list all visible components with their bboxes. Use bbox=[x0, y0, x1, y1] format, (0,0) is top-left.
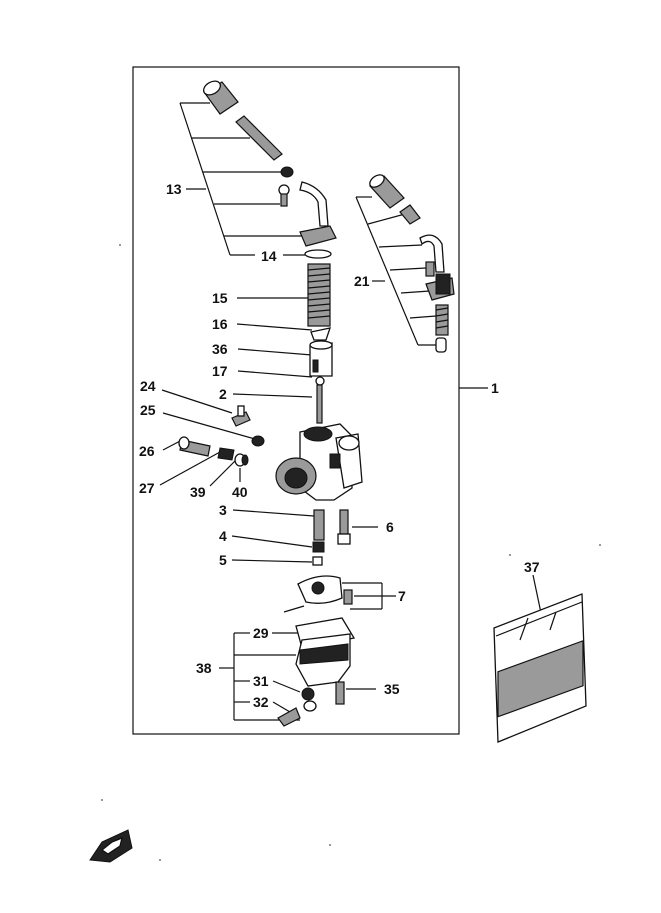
callout-24: 24 bbox=[140, 378, 156, 394]
front-arrow-icon bbox=[89, 829, 133, 863]
callout-39: 39 bbox=[190, 484, 206, 500]
elbow-pipe-part bbox=[299, 181, 337, 247]
callout-40: 40 bbox=[232, 484, 248, 500]
idle-screw-part bbox=[178, 436, 211, 457]
jet-holder-part bbox=[312, 556, 323, 566]
cable-sleeve-part bbox=[235, 115, 283, 161]
washer-part-14 bbox=[304, 249, 332, 259]
screw-part bbox=[278, 184, 290, 207]
needle-jet-part bbox=[312, 541, 325, 553]
cable-end-part bbox=[202, 80, 239, 115]
float-part bbox=[283, 575, 353, 613]
throttle-spring-part bbox=[307, 263, 331, 327]
callout-36: 36 bbox=[212, 341, 228, 357]
gasket-bag-part bbox=[493, 593, 587, 743]
right-cable-assembly bbox=[369, 174, 455, 353]
throttle-valve-part bbox=[309, 340, 333, 377]
leader-lines bbox=[159, 102, 542, 721]
callout-7: 7 bbox=[398, 588, 406, 604]
scan-specks bbox=[101, 244, 601, 861]
float-chamber-part bbox=[277, 617, 356, 727]
oring-part-40 bbox=[241, 454, 249, 466]
callout-27: 27 bbox=[139, 480, 155, 496]
callout-37: 37 bbox=[524, 559, 540, 575]
carburetor-body-part bbox=[275, 423, 363, 501]
callout-13: 13 bbox=[166, 181, 182, 197]
callout-17: 17 bbox=[212, 363, 228, 379]
pilot-screw-part bbox=[231, 405, 251, 427]
callout-15: 15 bbox=[212, 290, 228, 306]
callout-29: 29 bbox=[253, 625, 269, 641]
callout-labels: 1 2 3 4 5 6 7 13 14 15 16 17 21 24 25 26… bbox=[139, 181, 540, 710]
spring-part-27 bbox=[217, 447, 235, 461]
callout-21: 21 bbox=[354, 273, 370, 289]
main-jet-part bbox=[313, 509, 325, 541]
callout-35: 35 bbox=[384, 681, 400, 697]
callout-4: 4 bbox=[219, 528, 227, 544]
callout-3: 3 bbox=[219, 502, 227, 518]
jet-needle-part bbox=[316, 384, 323, 424]
callout-38: 38 bbox=[196, 660, 212, 676]
needle-retainer-part bbox=[310, 327, 331, 341]
callout-16: 16 bbox=[212, 316, 228, 332]
spring-part-25 bbox=[251, 435, 265, 447]
callout-1: 1 bbox=[491, 380, 499, 396]
callout-26: 26 bbox=[139, 443, 155, 459]
screw-part-6 bbox=[337, 509, 351, 545]
callout-2: 2 bbox=[219, 386, 227, 402]
callout-31: 31 bbox=[253, 673, 269, 689]
callout-32: 32 bbox=[253, 694, 269, 710]
needle-clip-part bbox=[315, 376, 325, 386]
callout-25: 25 bbox=[140, 402, 156, 418]
callout-6: 6 bbox=[386, 519, 394, 535]
callout-5: 5 bbox=[219, 552, 227, 568]
cable-nut-part bbox=[280, 166, 294, 178]
assembly-frame bbox=[132, 66, 460, 735]
callout-14: 14 bbox=[261, 248, 277, 264]
